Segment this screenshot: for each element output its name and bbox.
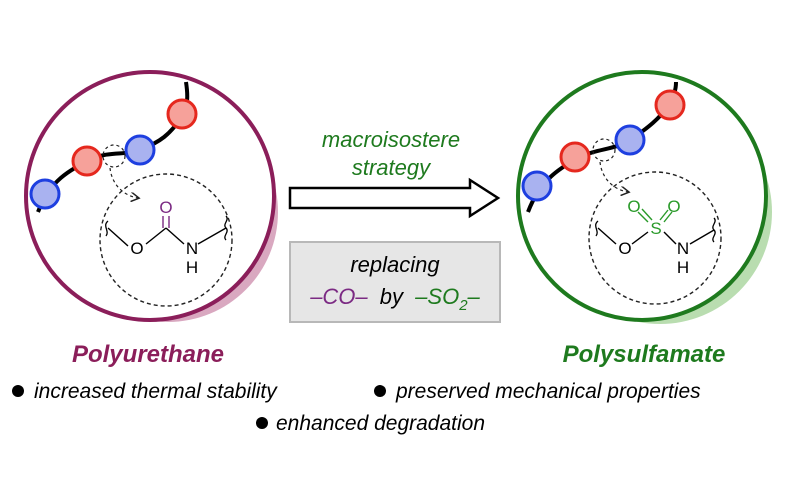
polysulfamate-panel: S O O O N H Polysulfamate — [516, 70, 772, 368]
red-bead — [71, 145, 103, 177]
so2-subscript: 2 — [458, 297, 468, 314]
atom-o-ester: O — [130, 239, 143, 258]
polyurethane-panel: O O N H Polyurethane — [24, 70, 278, 368]
arrow-label-line1: macroisostere — [322, 127, 460, 152]
red-bead — [654, 89, 686, 121]
sulfamate-linkage: S O O O N H — [595, 197, 716, 277]
replacing-box — [289, 241, 501, 323]
zoom-source-circle — [592, 138, 616, 162]
bullet-dot — [256, 417, 268, 429]
arrow-label-line2: strategy — [352, 155, 432, 180]
bullet-mechanical-properties: preserved mechanical properties — [395, 380, 701, 403]
atom-h: H — [186, 258, 198, 277]
bullet-dot — [12, 385, 24, 397]
so2-group: –SO — [414, 284, 459, 309]
polyurethane-title: Polyurethane — [72, 341, 224, 368]
bullet-degradation: enhanced degradation — [276, 412, 485, 435]
atom-o-sulfonyl-left: O — [627, 197, 640, 216]
blue-bead — [29, 178, 61, 210]
bullet-thermal-stability: increased thermal stability — [34, 380, 278, 403]
replacing-label: replacing — [350, 252, 440, 277]
transformation-arrow — [288, 177, 501, 219]
atom-s: S — [650, 219, 661, 238]
atom-n: N — [186, 239, 198, 258]
atom-n: N — [677, 239, 689, 258]
bullet-list: increased thermal stability preserved me… — [12, 380, 701, 435]
so2-tail: – — [467, 284, 481, 309]
atom-h: H — [677, 258, 689, 277]
atom-o-carbonyl: O — [159, 198, 172, 217]
blue-bead — [521, 170, 553, 202]
co-group: –CO– — [309, 284, 368, 309]
bullet-dot — [374, 385, 386, 397]
zoom-source-circle — [102, 144, 126, 168]
urethane-linkage: O O N H — [105, 198, 228, 277]
urethane-zoom-circle — [99, 173, 233, 307]
sulfamate-zoom-circle — [588, 171, 722, 305]
blue-bead — [124, 134, 156, 166]
replacing-formula: –CO– by –SO2– — [309, 284, 480, 314]
polyurethane-circle — [24, 70, 276, 322]
atom-o-sulfonyl-right: O — [667, 197, 680, 216]
by-word: by — [380, 284, 405, 309]
red-bead — [166, 98, 198, 130]
red-bead — [559, 141, 591, 173]
polysulfamate-circle — [516, 70, 768, 322]
atom-o-ester: O — [618, 239, 631, 258]
transformation: macroisostere strategy replacing –CO– by… — [288, 127, 501, 323]
polysulfamate-title: Polysulfamate — [563, 341, 726, 368]
blue-bead — [614, 124, 646, 156]
